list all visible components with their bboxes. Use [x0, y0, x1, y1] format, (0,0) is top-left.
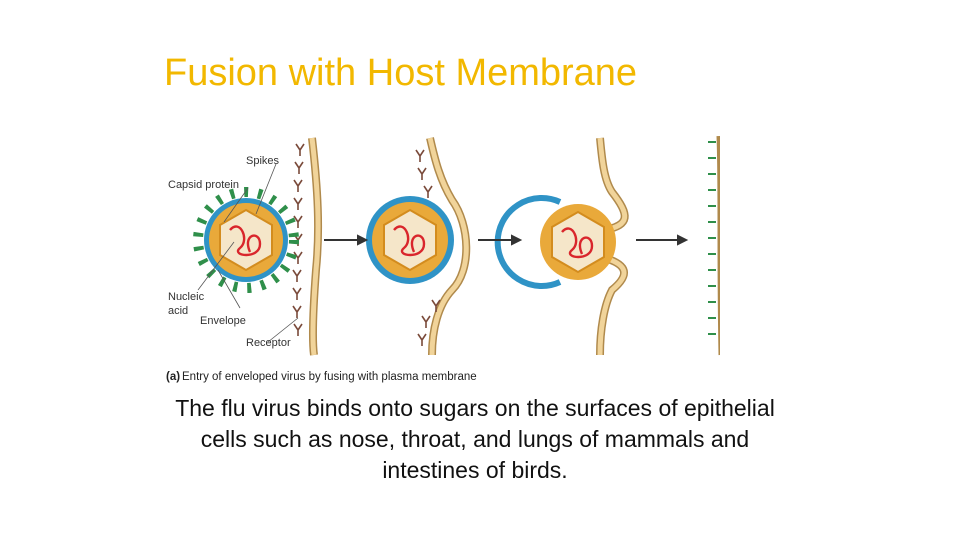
- virus-1: [193, 187, 299, 293]
- label-nucleic-acid-2: acid: [168, 305, 188, 317]
- arrow-2: [478, 234, 523, 246]
- receptors-2: [415, 149, 441, 346]
- slide-title: Fusion with Host Membrane: [164, 52, 638, 94]
- figure-caption: Entry of enveloped virus by fusing with …: [182, 371, 477, 383]
- virus-3: [494, 195, 616, 289]
- plasma-membrane-2: [426, 137, 471, 356]
- arrow-1: [324, 234, 369, 246]
- body-text: The flu virus binds onto sugars on the s…: [175, 395, 775, 483]
- receptors-4: [708, 141, 716, 335]
- arrow-3: [636, 234, 689, 246]
- label-leader-lines: [197, 163, 299, 343]
- virus-2: [366, 196, 454, 284]
- label-capsid-protein: Capsid protein: [168, 179, 239, 191]
- plasma-membrane-1: [308, 137, 323, 356]
- virus-fusion-diagram: Spikes Capsid protein Nucleic acid Envel…: [160, 130, 720, 390]
- label-envelope: Envelope: [200, 315, 246, 327]
- label-spikes: Spikes: [246, 155, 280, 167]
- plasma-membrane-3: [596, 137, 629, 356]
- label-nucleic-acid-1: Nucleic: [168, 291, 205, 303]
- figure-caption-letter: (a): [166, 371, 180, 383]
- label-receptor: Receptor: [246, 337, 291, 349]
